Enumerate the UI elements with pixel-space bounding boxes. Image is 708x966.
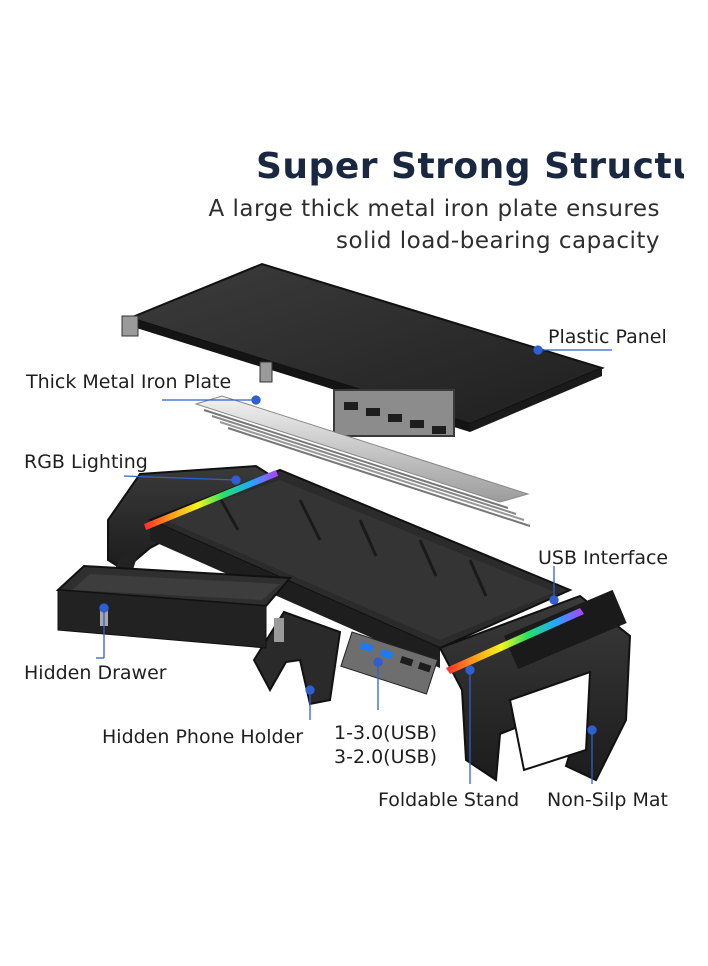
label-non-slip-mat: Non-Silp Mat <box>547 789 668 811</box>
hidden-drawer <box>55 564 293 649</box>
label-usb-ports-2: 3-2.0(USB) <box>334 746 437 768</box>
label-metal-plate: Thick Metal Iron Plate <box>26 371 232 393</box>
infographic-canvas: Super Strong Structure A large thick met… <box>24 146 684 811</box>
main-base-body <box>100 464 632 782</box>
label-hidden-drawer: Hidden Drawer <box>24 662 167 684</box>
usb-hub-icon <box>333 389 455 437</box>
metal-iron-plate <box>194 395 531 527</box>
page-title: Super Strong Structure <box>256 146 684 187</box>
label-phone-holder: Hidden Phone Holder <box>102 726 304 748</box>
rainbow-led-strip-icon <box>446 608 584 674</box>
label-rgb-lighting: RGB Lighting <box>24 451 148 473</box>
callout-lines <box>96 345 612 784</box>
label-usb-interface: USB Interface <box>538 547 669 569</box>
label-usb-ports-1: 1-3.0(USB) <box>334 722 437 744</box>
plastic-panel <box>121 262 605 437</box>
label-foldable-stand: Foldable Stand <box>378 789 520 811</box>
subtitle-line-1: A large thick metal iron plate ensures <box>208 196 660 222</box>
product-exploded-view <box>55 262 632 784</box>
subtitle-line-2: solid load-bearing capacity <box>336 228 660 254</box>
label-plastic-panel: Plastic Panel <box>548 326 667 348</box>
